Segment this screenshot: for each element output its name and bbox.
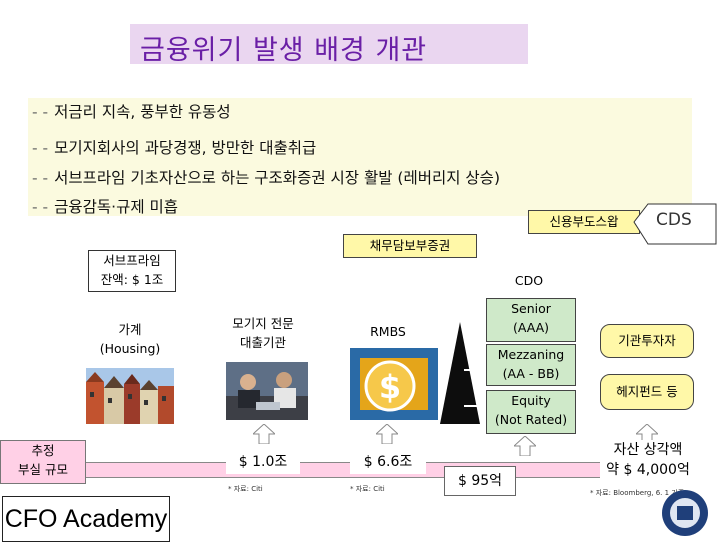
mortgage-line2: 대출기관 — [239, 335, 286, 350]
hedge-fund-box: 헤지펀드 등 — [600, 374, 694, 410]
cdo-mezzanine-tranche: Mezzaning (AA - BB) — [486, 344, 576, 386]
cfo-academy-logo: CFO Academy — [2, 496, 170, 542]
source-note: * 자료: Bloomberg, 6. 1 기준 — [590, 489, 685, 497]
writedown-line2: 약 $ 4,000억 — [606, 462, 690, 478]
mortgage-line1: 모기지 전문 — [232, 316, 294, 331]
bullet-marker: - - — [32, 198, 49, 216]
mezz-line2: (AA - BB) — [502, 366, 560, 381]
bullet-list: - - 저금리 지속, 풍부한 유동성 - - 모기지회사의 과당경쟁, 방만한 대… — [28, 98, 692, 216]
subprime-box: 서브프라임 잔액: $ 1조 — [88, 250, 176, 292]
institutional-investor-box: 기관투자자 — [600, 324, 694, 358]
estimate-line1: 추정 — [31, 443, 55, 458]
household-line2: (Housing) — [99, 341, 161, 356]
subprime-line2: 잔액: $ 1조 — [100, 272, 164, 287]
up-arrow-icon — [376, 424, 398, 444]
source-note: * 자료: Citi — [228, 485, 263, 493]
bullet-text: 모기지회사의 과당경쟁, 방만한 대출취급 — [54, 139, 317, 157]
household-box: 가계 (Housing) — [94, 320, 166, 360]
cdo-loss-value: $ 95억 — [444, 466, 516, 496]
cds-korean-label: 신용부도스왑 — [528, 210, 640, 234]
bullet-text: 서브프라임 기초자산으로 하는 구조화증권 시장 활발 (레버리지 상승) — [54, 169, 500, 187]
senior-line2: (AAA) — [512, 320, 550, 335]
mortgage-box: 모기지 전문 대출기관 — [222, 314, 304, 354]
household-line1: 가계 — [118, 322, 142, 337]
bullet-marker: - - — [32, 169, 49, 187]
cdo-equity-tranche: Equity (Not Rated) — [486, 390, 576, 434]
writedown-line1: 자산 상각액 — [613, 442, 683, 458]
dollar-icon: $ — [350, 348, 438, 420]
cds-arrow-shape — [633, 203, 717, 245]
senior-line1: Senior — [511, 301, 551, 316]
equity-line1: Equity — [511, 393, 551, 408]
page-title: 금융위기 발생 배경 개관 — [140, 35, 428, 66]
source-note: * 자료: Citi — [350, 485, 385, 493]
university-seal-icon — [662, 490, 708, 536]
mortgage-loss-value: $ 1.0조 — [226, 450, 300, 474]
title-background — [130, 24, 528, 64]
bullet-marker: - - — [32, 103, 49, 121]
rmbs-loss-value: $ 6.6조 — [350, 450, 426, 474]
bullet-item: - - 저금리 지속, 풍부한 유동성 — [32, 100, 231, 122]
asset-writedown-value: 자산 상각액 약 $ 4,000억 — [600, 440, 696, 480]
svg-text:$: $ — [379, 368, 401, 406]
business-meeting-image — [226, 362, 308, 420]
equity-line2: (Not Rated) — [494, 412, 568, 427]
cds-label: CDS — [656, 210, 692, 230]
loss-band — [0, 462, 696, 478]
houses-image — [86, 368, 174, 424]
bullet-item: - - 서브프라임 기초자산으로 하는 구조화증권 시장 활발 (레버리지 상승) — [32, 166, 500, 188]
bullet-item: - - 금융감독·규제 미흡 — [32, 195, 178, 217]
bullet-item: - - 모기지회사의 과당경쟁, 방만한 대출취급 — [32, 136, 316, 158]
bullet-marker: - - — [32, 139, 49, 157]
estimate-box: 추정 부실 규모 — [0, 440, 86, 484]
rmbs-label: RMBS — [370, 324, 406, 339]
cdo-header: CDO — [514, 273, 544, 288]
mezz-line1: Mezzaning — [497, 347, 565, 362]
bullet-text: 저금리 지속, 풍부한 유동성 — [54, 103, 231, 121]
up-arrow-icon — [514, 436, 536, 456]
up-arrow-icon — [253, 424, 275, 444]
up-arrow-icon — [636, 424, 658, 444]
bullet-text: 금융감독·규제 미흡 — [54, 198, 179, 216]
estimate-line2: 부실 규모 — [18, 462, 68, 477]
cdo-pyramid-shape — [440, 322, 480, 424]
cdo-bond-label: 채무담보부증권 — [343, 234, 477, 258]
subprime-line1: 서브프라임 — [103, 253, 161, 268]
cdo-senior-tranche: Senior (AAA) — [486, 298, 576, 342]
